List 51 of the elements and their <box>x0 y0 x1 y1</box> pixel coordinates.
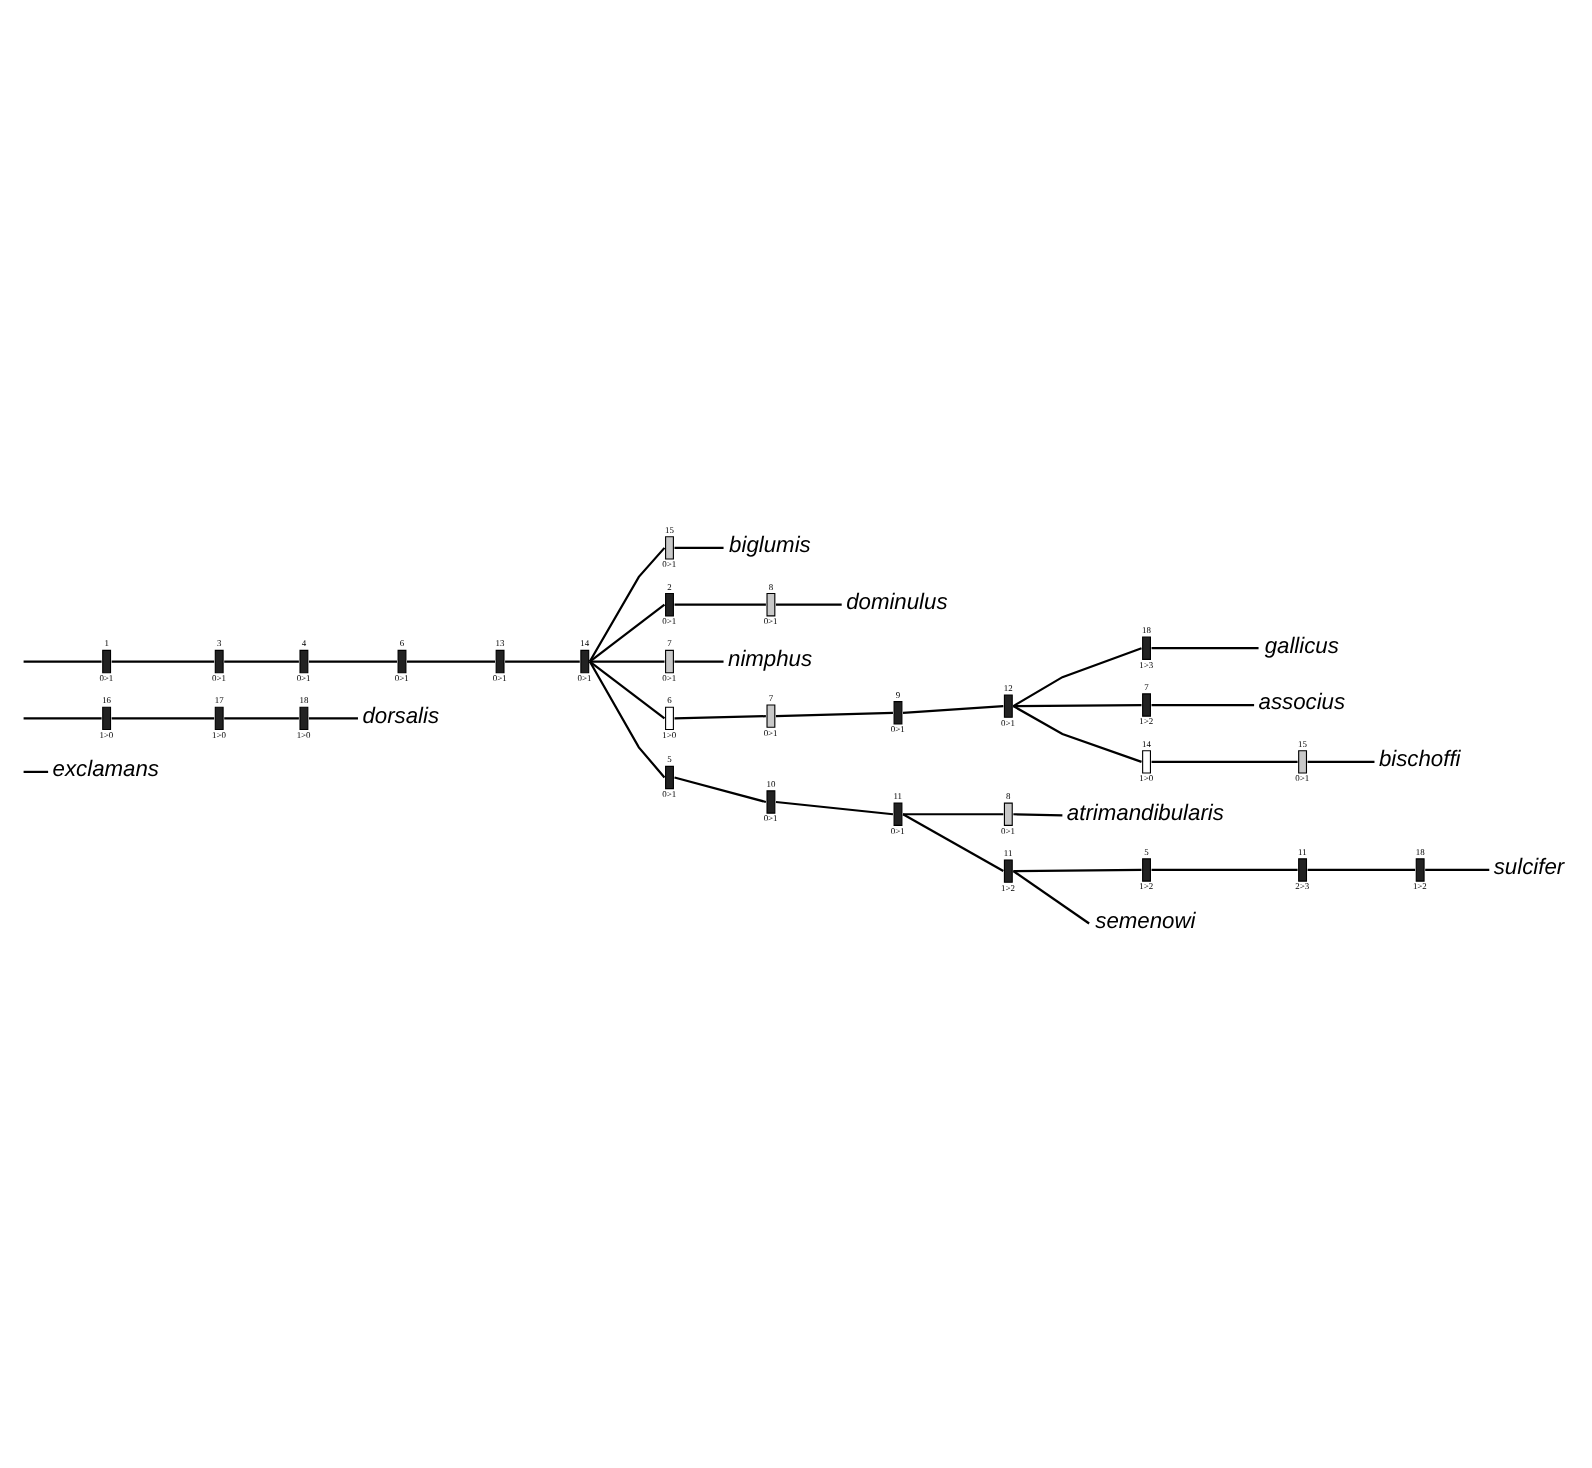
connector <box>224 717 299 720</box>
connector <box>589 660 666 720</box>
connector <box>308 660 397 663</box>
connector <box>674 660 724 663</box>
node-text: biglumis <box>729 534 811 559</box>
connector <box>1151 760 1298 763</box>
connector <box>1151 647 1259 650</box>
node-text: dominulus <box>846 591 948 616</box>
connector <box>224 660 299 663</box>
connector <box>588 661 666 779</box>
node-text: atrimandibularis <box>1066 801 1224 826</box>
connector <box>1013 813 1063 817</box>
node-text: dorsalis <box>362 704 440 729</box>
connector <box>1307 760 1375 763</box>
node-text: associus <box>1258 691 1346 716</box>
connector <box>1307 868 1416 872</box>
connector <box>588 547 666 663</box>
connector <box>111 660 215 663</box>
connector <box>1425 868 1490 872</box>
connector <box>674 603 766 606</box>
connector <box>902 813 1004 873</box>
connector <box>1151 703 1255 707</box>
connector <box>589 660 665 663</box>
connector <box>775 711 893 718</box>
connector <box>674 546 724 549</box>
node-text: bischoffi <box>1378 748 1461 773</box>
connector <box>902 705 1004 714</box>
connector <box>674 715 766 720</box>
connector <box>1151 868 1298 872</box>
connector <box>1013 868 1142 873</box>
connector <box>589 603 666 663</box>
node-text: gallicus <box>1264 634 1339 659</box>
connector <box>1012 647 1142 708</box>
node-text: sulcifer <box>1493 856 1565 881</box>
connector <box>903 813 1004 816</box>
node-text: nimphus <box>728 648 813 673</box>
connector <box>308 717 358 720</box>
connector <box>1012 870 1090 925</box>
connector <box>1012 705 1142 763</box>
connector <box>111 717 215 720</box>
connector <box>505 660 580 663</box>
connector <box>407 660 496 663</box>
connector <box>23 660 102 663</box>
connector <box>775 800 894 816</box>
connector <box>775 603 842 606</box>
connector <box>23 770 49 773</box>
node-text: semenowi <box>1095 909 1196 934</box>
connector <box>674 776 767 804</box>
connector <box>1013 703 1142 708</box>
connector <box>23 717 102 720</box>
node-text: exclamans <box>52 758 159 783</box>
